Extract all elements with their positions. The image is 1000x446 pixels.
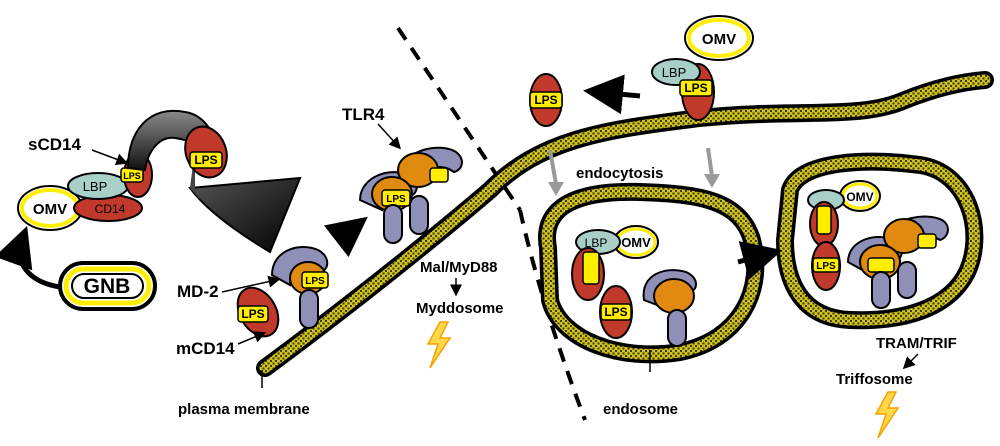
scd14-label: sCD14 xyxy=(28,135,81,154)
omv-label-top: OMV xyxy=(702,31,736,48)
mcd14-lps-complex: LPS xyxy=(236,286,280,338)
lps-label-mcd14: LPS xyxy=(241,307,264,321)
md2-pointer xyxy=(221,275,281,293)
omv-label-endosome-left: OMV xyxy=(621,235,651,250)
lps-membrane-top: LPS xyxy=(529,73,563,127)
endosome-left xyxy=(538,182,765,364)
md2-tlr4-monomer: LPS xyxy=(270,246,329,329)
mal-myd88-label: Mal/MyD88 xyxy=(420,259,498,276)
lps-label-md2: LPS xyxy=(305,276,325,287)
endocytosis-arrowhead-left xyxy=(548,182,564,196)
omv-shed-arrow xyxy=(583,74,641,115)
omv-label-endosome-right: OMV xyxy=(846,190,873,204)
endosome-right-contents: OMV LPS xyxy=(807,180,949,309)
lps-label-top-membrane: LPS xyxy=(534,93,557,107)
endocytosis-label: endocytosis xyxy=(576,165,664,182)
myddosome-label: Myddosome xyxy=(416,300,504,317)
lps-label-top-omv: LPS xyxy=(684,81,707,95)
boundary-dashed-line-upper xyxy=(396,26,522,212)
md2-label: MD-2 xyxy=(177,282,219,301)
tram-trif-label: TRAM/TRIF xyxy=(876,335,957,352)
omv-top-complex: OMV LBP LPS xyxy=(651,15,754,121)
lbp-label-top: LBP xyxy=(662,65,687,80)
gnb-to-omv-arrow xyxy=(0,225,61,290)
lps-label-tlr4: LPS xyxy=(386,194,406,205)
gnb-bacterium: GNB xyxy=(58,261,157,311)
dimerization-arrow xyxy=(323,216,368,258)
triffosome-lightning-bolt-icon xyxy=(874,391,900,439)
lbp-label-endosome-left: LBP xyxy=(585,236,608,250)
tlr4-dimer: LPS xyxy=(358,146,463,244)
mcd14-pointer xyxy=(237,331,267,345)
tlr4-label: TLR4 xyxy=(342,105,385,124)
myddosome-lightning-bolt-icon xyxy=(426,321,452,369)
endosome-left-contents: OMV LBP LPS xyxy=(571,225,697,347)
lps-label-endosome-right: LPS xyxy=(816,261,836,272)
endocytosis-arrow-left xyxy=(548,149,558,185)
lps-label-funnel: LPS xyxy=(194,153,217,167)
triffosome-label: Triffosome xyxy=(836,371,913,388)
plasma-membrane xyxy=(256,71,994,377)
gnb-label: GNB xyxy=(84,275,131,298)
omv-label-left: OMV xyxy=(33,201,67,218)
lbp-label-left: LBP xyxy=(83,179,108,194)
trif-arrow xyxy=(902,353,919,370)
plasma-membrane-label: plasma membrane xyxy=(178,401,310,418)
endosome-transition-arrow xyxy=(737,241,783,280)
scd14-pointer xyxy=(91,149,129,165)
lps-label-endosome-left: LPS xyxy=(604,305,627,319)
endocytosis-arrow-right xyxy=(706,147,714,177)
tlr4-pointer xyxy=(377,123,402,150)
funnel: LPS xyxy=(126,109,302,254)
endocytosis-arrowhead-right xyxy=(704,174,720,188)
mcd14-label: mCD14 xyxy=(176,339,235,358)
endosome-label: endosome xyxy=(603,401,678,418)
lps-label-scd14: LPS xyxy=(123,171,141,181)
cd14-label: CD14 xyxy=(95,202,126,216)
endosome-right xyxy=(775,152,984,330)
